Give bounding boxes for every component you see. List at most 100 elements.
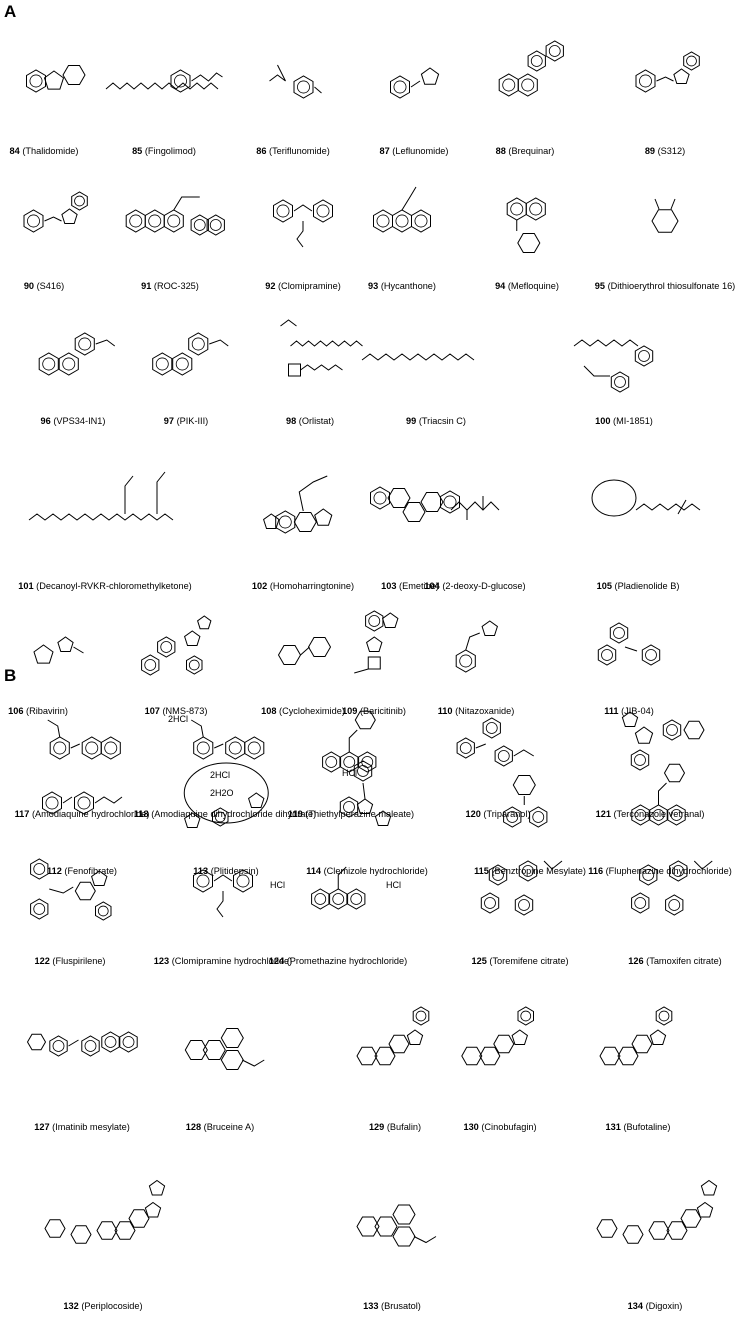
aromatic-circle [659,1011,669,1021]
aromatic-circle [86,742,98,754]
bond [157,472,165,514]
aromatic-circle [105,742,117,754]
aromatic-circle [351,894,362,905]
aromatic-circle [444,496,456,508]
aromatic-circle [461,743,472,754]
aromatic-circle [174,75,186,87]
ring [82,737,101,759]
ring [294,76,313,98]
compound-name: (Orlistat) [298,416,335,426]
aromatic-circle [487,723,498,734]
ring [322,752,339,772]
aromatic-circle [168,215,180,227]
compound-name: (PIK-III) [176,416,209,426]
ring [355,711,375,728]
aromatic-circle [532,56,543,67]
aromatic-circle [416,1011,426,1021]
ring [75,882,95,899]
compound-number: 129 [368,1122,385,1132]
aromatic-circle [192,338,204,350]
compound-124: 124 (Promethazine hydrochloride) [264,830,413,970]
ring [393,1227,415,1246]
ring [347,889,364,909]
ring [193,737,212,759]
compound-caption: 132 (Periplocoside) [63,1301,142,1312]
ring [191,215,208,235]
bond [269,65,285,81]
ring [371,487,390,509]
ring [407,1030,422,1045]
aromatic-circle [63,358,75,370]
bond [68,1040,78,1046]
ring [157,637,174,657]
aromatic-circle [195,220,206,231]
ring [518,74,537,96]
aromatic-circle [639,75,651,87]
compound-number: 110 [437,706,453,716]
ring [50,737,69,759]
compound-name: (Decanoyl-RVKR-chloromethylketone) [36,581,192,591]
ring [393,1205,415,1224]
compound-caption: 106 (Ribavirin) [8,706,68,717]
bond [300,647,309,655]
aromatic-circle [34,904,45,915]
structure-drawing [356,20,472,142]
aromatic-circle [211,220,222,231]
compound-caption: 96 (VPS34-IN1) [41,416,106,427]
compound-number: 99 [406,416,417,426]
compound-103: 103 (Emetine) [367,435,453,595]
bond [476,744,486,748]
compound-caption: 111 (JIB-04) [604,706,654,717]
compound-caption: 118 (Amodiaquine dihydrochloride dihydra… [134,809,316,820]
ring [482,621,497,636]
bond [214,875,232,881]
aromatic-circle [34,864,45,875]
compound-name: (Promethazine hydrochloride) [286,956,408,966]
compound-number: 106 [8,706,24,716]
ring [97,1222,117,1239]
ring [623,1226,643,1243]
ring [632,1035,652,1052]
ring [184,813,199,828]
ring [403,503,425,522]
ring [212,808,228,826]
compound-caption: 115 (Benztropine Mesylate) [474,866,586,877]
compound-number: 105 [596,581,612,591]
compound-caption: 117 (Amodiaquine hydrochloride) [15,809,150,820]
ring [503,807,520,827]
structure-drawing [25,435,185,577]
aromatic-circle [668,900,679,911]
ring [92,871,107,886]
compound-name: (Homoharringtonine) [269,581,355,591]
bond [671,199,675,209]
aromatic-circle [533,812,544,823]
structure-drawing [558,966,718,1118]
bond [338,867,346,889]
aromatic-circle [493,870,504,881]
compound-caption: 93 (Hycanthone) [368,281,436,292]
structure-row: 90 (S416)91 (ROC-325)92 (Clomipramine)93… [0,165,742,295]
aromatic-circle [396,215,408,227]
aromatic-circle [215,812,225,822]
compound-caption: 92 (Clomipramine) [265,281,341,292]
aromatic-circle [145,660,156,671]
ring [489,865,506,885]
ring [388,489,410,508]
compound-caption: 86 (Teriflunomide) [256,146,330,157]
compound-caption: 133 (Brusatol) [363,1301,421,1312]
ring [512,1030,527,1045]
compound-number: 102 [251,581,268,591]
compound-number: 87 [379,146,390,156]
compound-105: 105 (Pladienolide B) [558,435,718,595]
compound-number: 85 [132,146,143,156]
structure-row: 122 (Fluspirilene)123 (Clomipramine hydr… [0,830,742,970]
structure-drawing [570,683,730,805]
ring [669,861,686,881]
ring [513,776,535,795]
ring [683,52,699,70]
structure-drawing [7,966,158,1118]
bond [574,340,638,346]
compound-caption: 134 (Digoxin) [628,1301,683,1312]
compound-134: 134 (Digoxin) [575,1140,735,1315]
ring [115,1222,135,1239]
